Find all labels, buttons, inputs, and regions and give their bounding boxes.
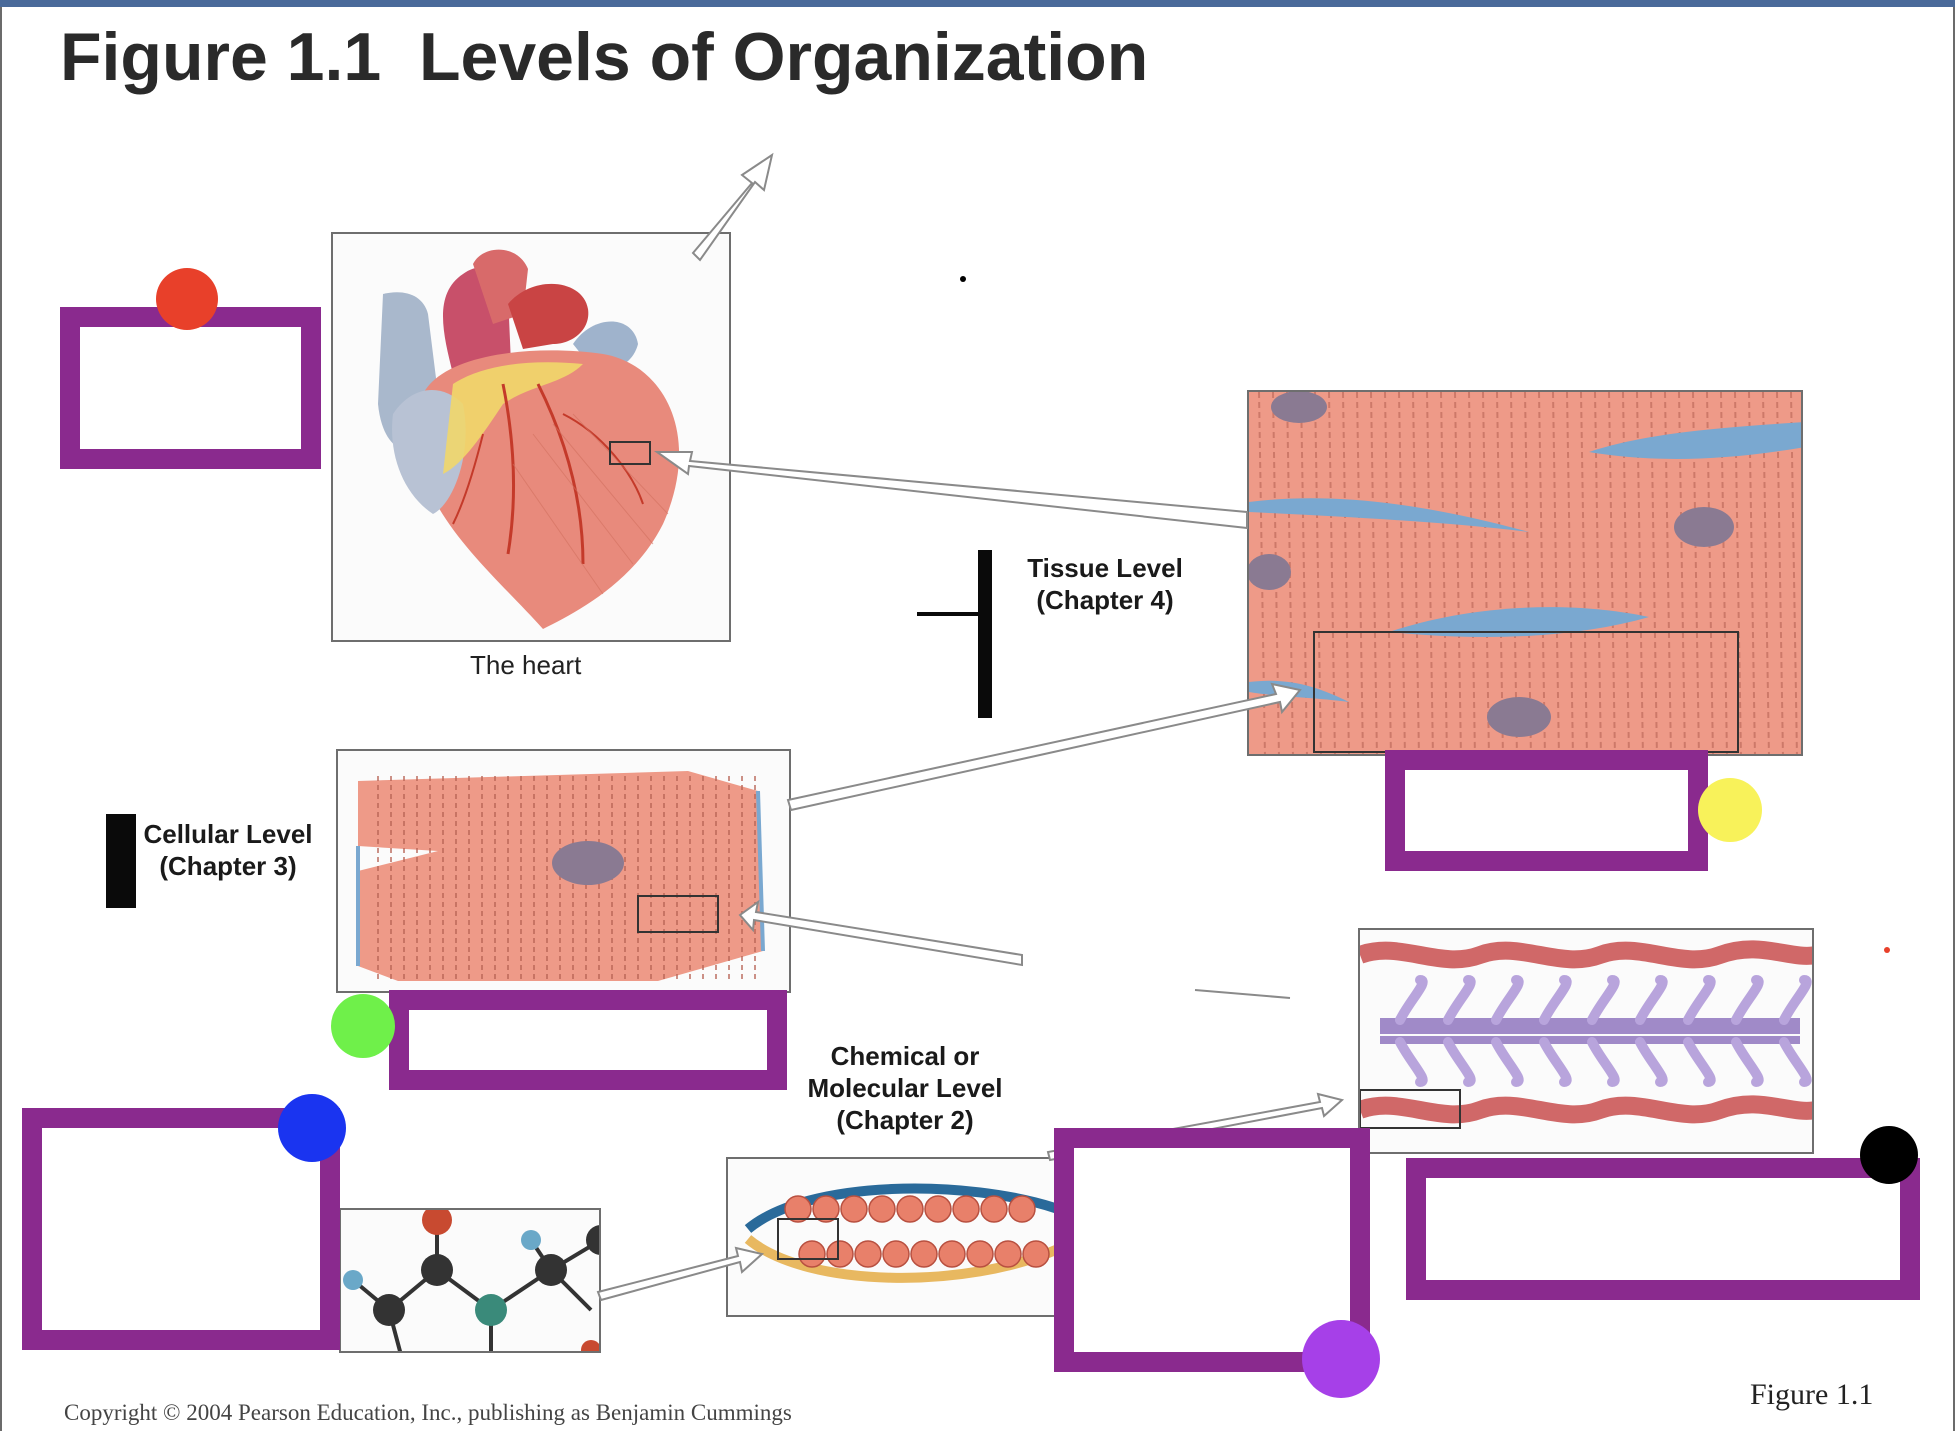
stray-red-dot xyxy=(1884,947,1890,953)
cellular-level-label: Cellular Level (Chapter 3) xyxy=(143,819,313,881)
label-box-filament[interactable] xyxy=(1406,1158,1920,1300)
right-border-rule xyxy=(1953,7,1955,1431)
filament-panel xyxy=(1358,928,1814,1154)
label-box-organ[interactable] xyxy=(60,307,321,469)
yellow-dot[interactable] xyxy=(1698,778,1762,842)
connector-line xyxy=(1194,989,1291,999)
arrow-molecule-to-protein xyxy=(596,1246,765,1302)
green-dot[interactable] xyxy=(331,994,395,1058)
chemical-level-label: Chemical or Molecular Level (Chapter 2) xyxy=(807,1041,1003,1135)
protein-illustration xyxy=(744,1183,1054,1283)
arrow-tissue-to-heart xyxy=(653,451,1248,530)
label-box-tissue[interactable] xyxy=(1385,750,1708,871)
cellular-level-marker xyxy=(106,814,136,908)
molecule-illustration xyxy=(343,1210,599,1351)
tissue-level-label: Tissue Level (Chapter 4) xyxy=(1027,553,1183,615)
figure-number: Figure 1.1 xyxy=(1750,1378,1874,1411)
label-box-cell[interactable] xyxy=(389,990,787,1090)
purple-dot[interactable] xyxy=(1302,1320,1380,1398)
tissue-panel xyxy=(1247,390,1803,756)
arrow-to-organ-level xyxy=(691,152,774,262)
protein-panel xyxy=(726,1157,1056,1317)
stray-dot xyxy=(960,276,966,282)
left-border-rule xyxy=(0,7,2,1431)
arrow-filament-to-cell xyxy=(738,899,1023,967)
slide-title: Figure 1.1 Levels of Organization xyxy=(60,19,1149,95)
red-dot[interactable] xyxy=(156,268,218,330)
heart-illustration xyxy=(378,249,680,629)
cell-panel xyxy=(336,749,791,993)
black-dot[interactable] xyxy=(1860,1126,1918,1184)
copyright-text: Copyright © 2004 Pearson Education, Inc.… xyxy=(64,1400,792,1425)
tissue-level-marker xyxy=(978,550,992,718)
cell-illustration xyxy=(356,771,765,981)
arrow-cell-to-tissue xyxy=(786,682,1302,812)
blue-dot[interactable] xyxy=(278,1094,346,1162)
heart-panel xyxy=(331,232,731,642)
molecule-panel xyxy=(339,1208,601,1353)
filament-illustration xyxy=(1360,940,1812,1129)
heart-caption: The heart xyxy=(470,650,582,680)
top-border-bar xyxy=(0,0,1955,7)
